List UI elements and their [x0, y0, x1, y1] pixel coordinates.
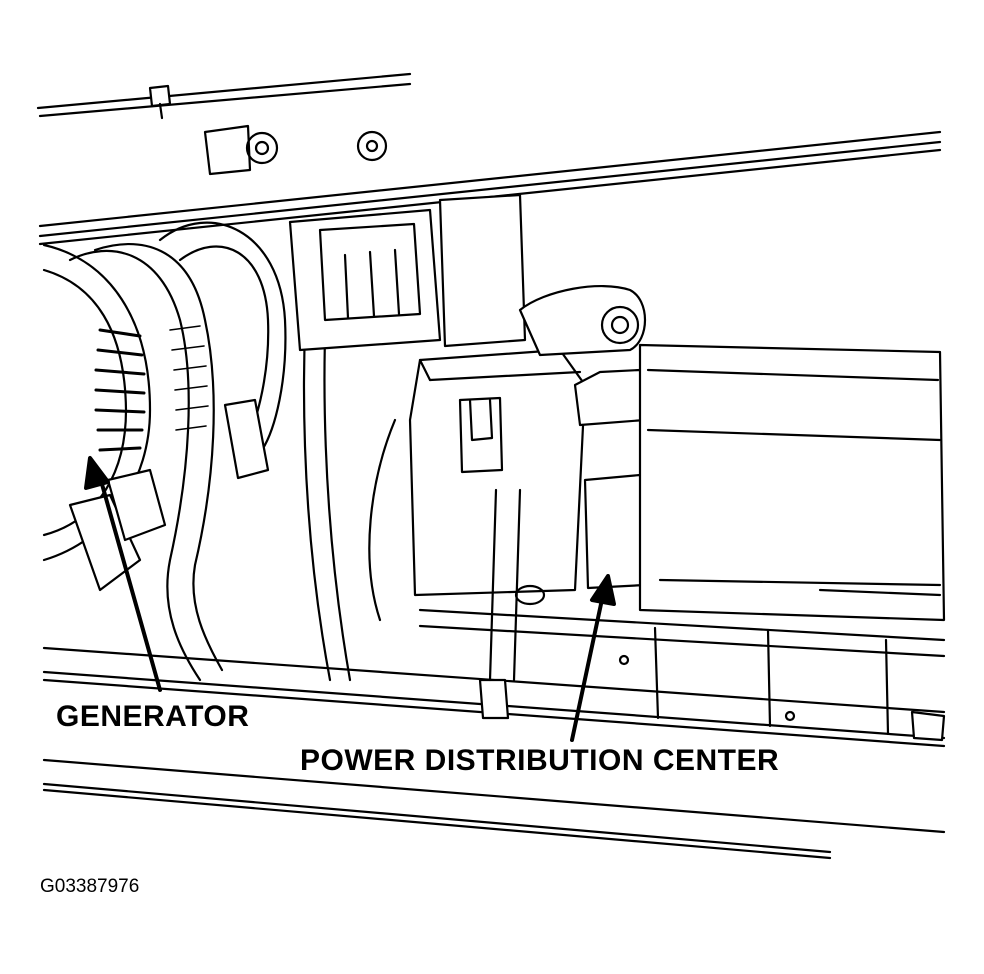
- battery-tray: [640, 345, 944, 620]
- relay-bracket: [290, 195, 525, 350]
- generator: [44, 245, 165, 590]
- frame-rail: [44, 490, 944, 858]
- power-distribution-center: [410, 286, 645, 604]
- figure-id: G03387976: [40, 876, 140, 897]
- power-distribution-center-label: POWER DISTRIBUTION CENTER: [300, 744, 780, 777]
- pdc-leader-arrow: [572, 576, 614, 740]
- generator-leader-arrow: [86, 458, 160, 690]
- wiring-harness: [70, 223, 395, 680]
- cowl-panel: [38, 74, 940, 244]
- generator-label: GENERATOR: [56, 700, 250, 733]
